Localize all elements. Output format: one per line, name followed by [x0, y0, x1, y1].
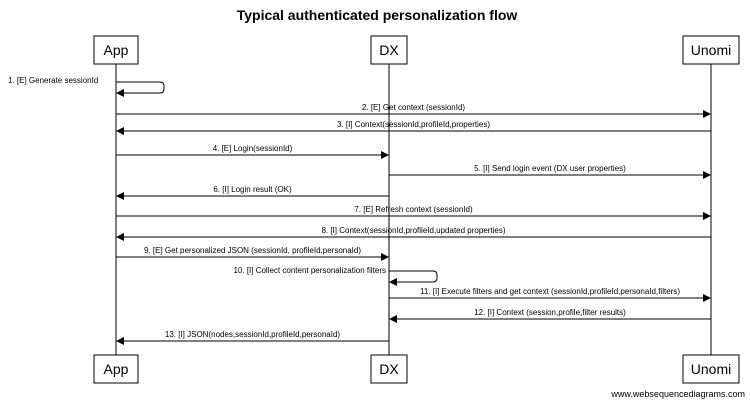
- message-label: 10. [I] Collect content personalization …: [233, 266, 386, 275]
- message-12: 12. [I] Context (session,profile,filter …: [389, 308, 711, 323]
- message-label: 8. [I] Context(sessionId,profileId,updat…: [321, 226, 505, 235]
- participant-label: DX: [379, 42, 399, 58]
- message-label: 12. [I] Context (session,profile,filter …: [474, 308, 626, 317]
- participant-dx-top: DX: [370, 35, 408, 65]
- message-label: 11. [I] Execute filters and get context …: [420, 287, 680, 296]
- lifelines: [115, 64, 712, 355]
- participant-box: [682, 35, 740, 65]
- participant-box: [682, 354, 740, 384]
- participant-label: DX: [379, 361, 399, 377]
- message-label: 3. [I] Context(sessionId,profileId,prope…: [337, 120, 490, 129]
- message-label: 4. [E] Login(sessionId): [213, 144, 293, 153]
- message-8: 8. [I] Context(sessionId,profileId,updat…: [116, 226, 711, 241]
- message-10: 10. [I] Collect content personalization …: [233, 266, 438, 286]
- diagram-title: Typical authenticated personalization fl…: [237, 7, 518, 23]
- messages: 1. [E] Generate sessionId 2. [E] Get cont…: [8, 76, 711, 345]
- participant-box: [93, 35, 139, 65]
- message-label: 7. [E] Refresh context (sessionId): [354, 205, 473, 214]
- message-7: 7. [E] Refresh context (sessionId): [116, 205, 711, 220]
- message-label: 1. [E] Generate sessionId: [8, 76, 98, 85]
- participant-label: Unomi: [691, 42, 731, 58]
- participant-unomi-bottom: Unomi: [682, 354, 740, 384]
- participant-box: [93, 354, 139, 384]
- self-message-arrow: [389, 270, 438, 286]
- message-label: 6. [I] Login result (OK): [213, 185, 292, 194]
- message-9: 9. [E] Get personalized JSON (sessionId,…: [116, 246, 389, 261]
- footer-credit: www.websequencediagrams.com: [610, 389, 745, 399]
- message-label: 5. [I] Send login event (DX user propert…: [474, 164, 626, 173]
- participant-box: [370, 354, 408, 384]
- participant-label: App: [104, 361, 129, 377]
- participant-label: Unomi: [691, 361, 731, 377]
- message-5: 5. [I] Send login event (DX user propert…: [389, 164, 711, 179]
- message-6: 6. [I] Login result (OK): [116, 185, 389, 200]
- message-13: 13. [I] JSON(nodes,sessionId,profileId,p…: [116, 330, 389, 345]
- message-label: 9. [E] Get personalized JSON (sessionId,…: [144, 246, 361, 255]
- message-1: 1. [E] Generate sessionId: [8, 76, 165, 97]
- message-3: 3. [I] Context(sessionId,profileId,prope…: [116, 120, 711, 135]
- self-message-arrow: [116, 81, 165, 97]
- message-11: 11. [I] Execute filters and get context …: [389, 287, 711, 302]
- participant-label: App: [104, 42, 129, 58]
- participant-app-top: App: [93, 35, 139, 65]
- message-label: 2. [E] Get context (sessionId): [362, 103, 465, 112]
- participant-app-bottom: App: [93, 354, 139, 384]
- message-label: 13. [I] JSON(nodes,sessionId,profileId,p…: [165, 330, 341, 339]
- message-2: 2. [E] Get context (sessionId): [116, 103, 711, 118]
- participant-box: [370, 35, 408, 65]
- message-4: 4. [E] Login(sessionId): [116, 144, 389, 159]
- participant-dx-bottom: DX: [370, 354, 408, 384]
- participant-unomi-top: Unomi: [682, 35, 740, 65]
